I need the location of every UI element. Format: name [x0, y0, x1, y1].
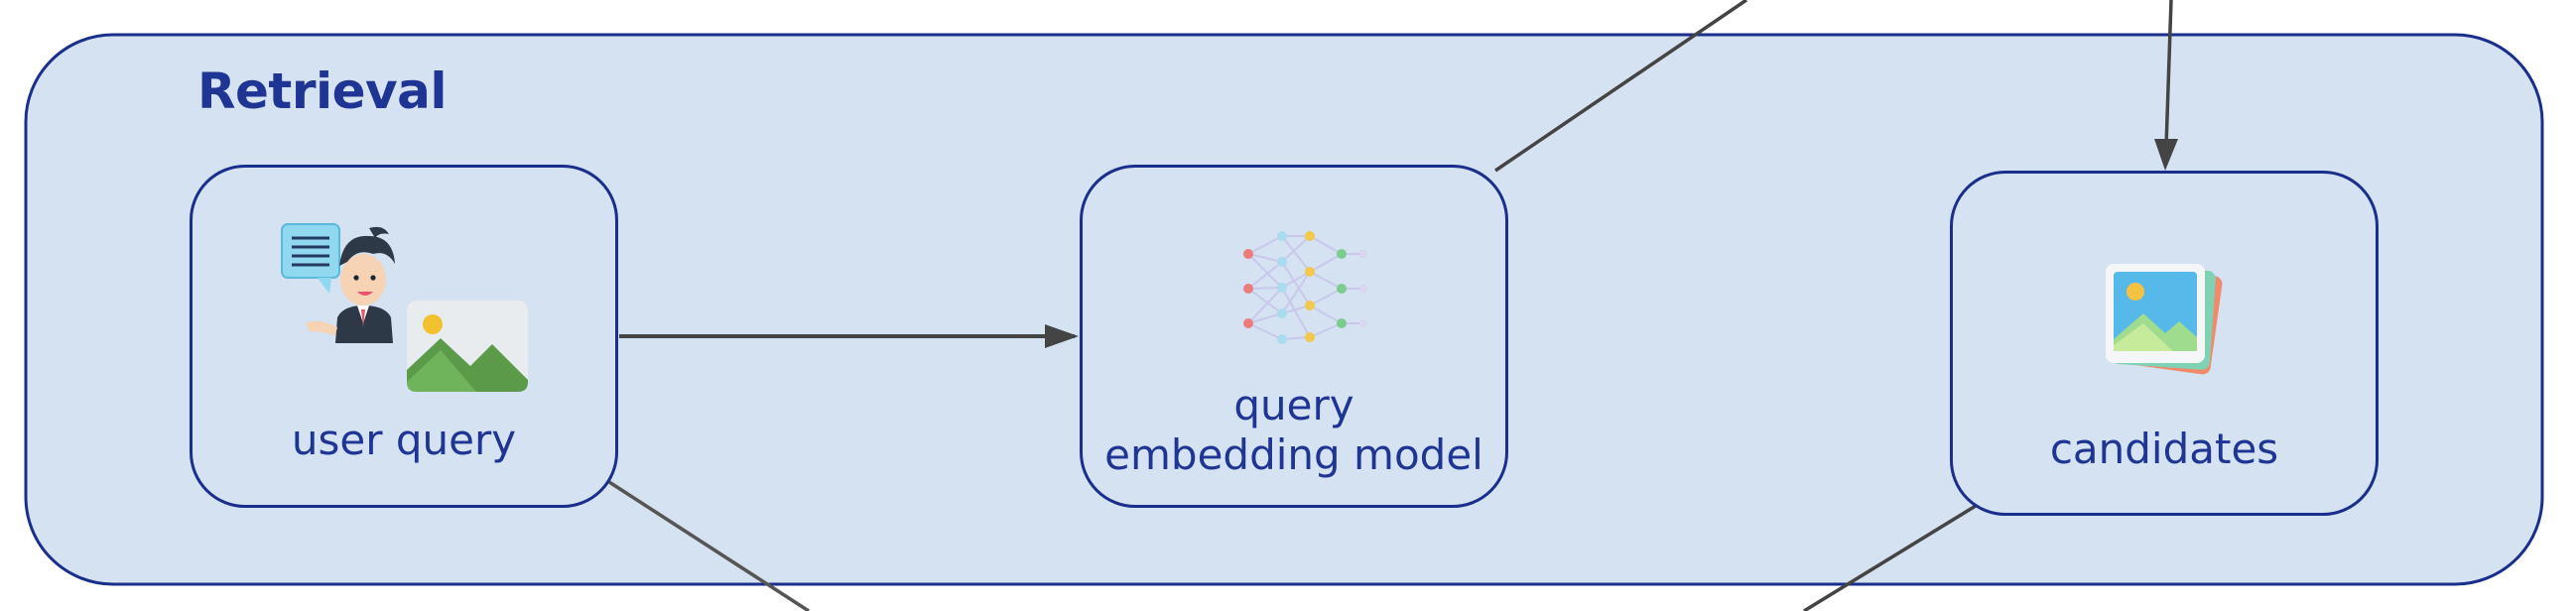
node-label-query: query	[1233, 381, 1354, 429]
edge-user-query-to-bottom	[608, 480, 810, 611]
edge-top-to-candidates	[2164, 0, 2173, 148]
edge-embedding-model-to-top	[1494, 0, 1747, 173]
node-label-user-query: user query	[291, 416, 517, 464]
node-label-candidates: candidates	[2049, 425, 2279, 473]
node-candidates: candidates	[1950, 171, 2379, 516]
photo-stack-icon	[2106, 264, 2223, 375]
edge-top-to-candidates-arrowhead	[2154, 139, 2178, 171]
edge-candidates-to-bottom	[1803, 504, 1977, 611]
neural-network-icon	[1243, 231, 1367, 344]
landscape-image-icon	[407, 301, 528, 392]
node-label-embedding-model: embedding model	[1104, 430, 1483, 479]
person-with-speech-bubble-icon	[281, 223, 395, 343]
group-title-retrieval: Retrieval	[197, 62, 448, 120]
node-query-embedding-model: query embedding model	[1080, 165, 1508, 508]
edge-user-query-to-embedding-model-arrowhead	[1045, 324, 1079, 348]
node-user-query: user query	[190, 165, 618, 508]
